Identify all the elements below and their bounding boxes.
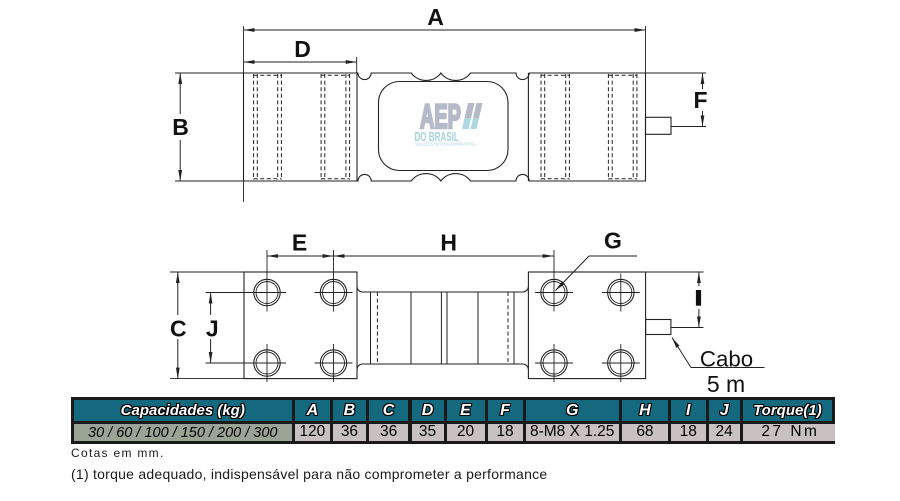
svg-text:A: A	[427, 4, 444, 30]
svg-text:C: C	[170, 316, 187, 342]
svg-text:AEP: AEP	[420, 98, 461, 136]
svg-text:F: F	[693, 87, 707, 113]
svg-text:SOLUÇÕES EM PESAGEM INDUSTRIAL: SOLUÇÕES EM PESAGEM INDUSTRIAL	[415, 141, 476, 147]
svg-text:Cabo: Cabo	[700, 347, 753, 372]
svg-text:B: B	[172, 114, 189, 140]
svg-text:E: E	[292, 230, 307, 256]
svg-text:J: J	[206, 316, 219, 342]
svg-text:D: D	[294, 36, 311, 62]
svg-text:5 m: 5 m	[707, 371, 745, 397]
svg-text:H: H	[440, 230, 457, 256]
svg-text:DO BRASIL: DO BRASIL	[415, 130, 460, 144]
svg-text:G: G	[604, 228, 622, 254]
